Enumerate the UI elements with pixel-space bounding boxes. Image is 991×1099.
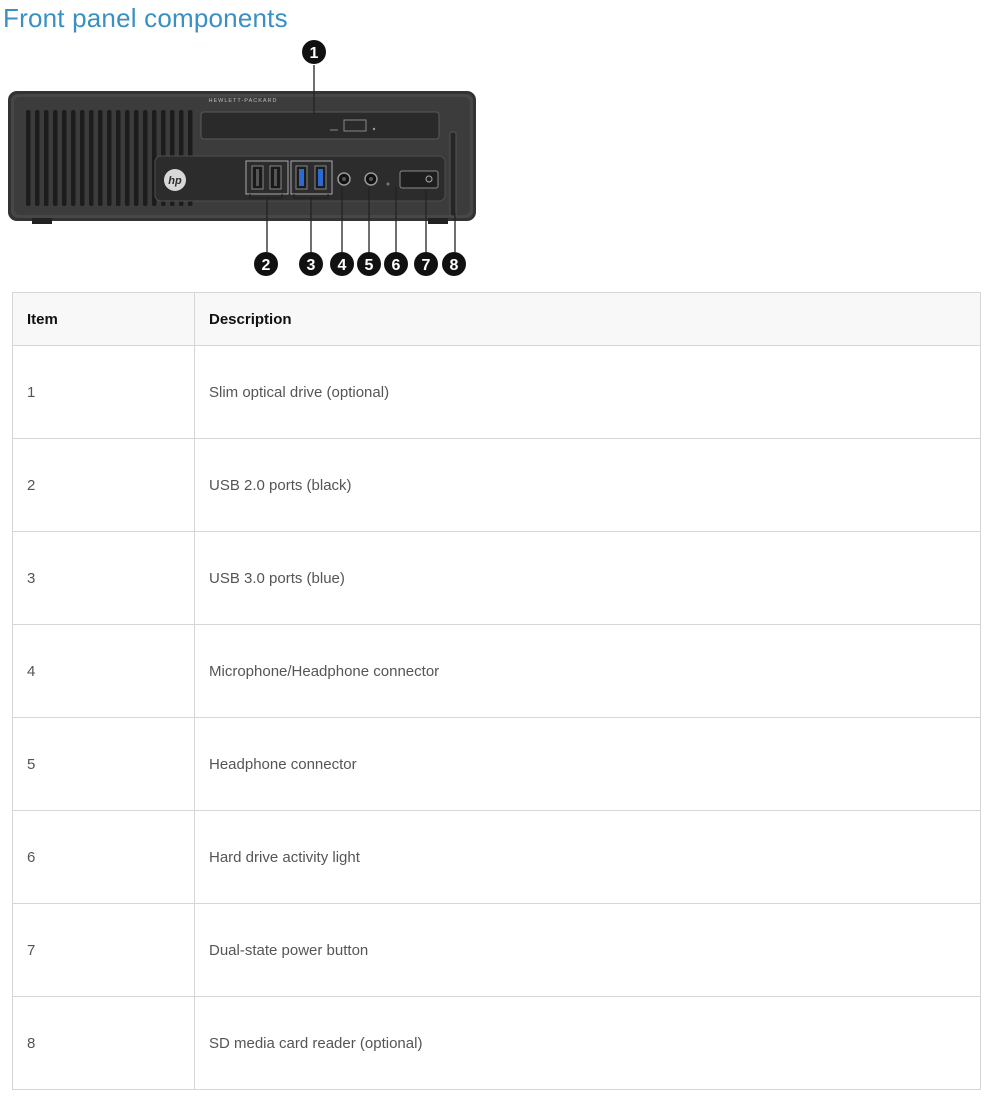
item-description: USB 3.0 ports (blue) xyxy=(194,531,981,625)
item-description: Dual-state power button xyxy=(194,903,981,997)
headphone-jack xyxy=(364,172,378,186)
callout-5-label: 5 xyxy=(365,257,374,274)
item-number: 8 xyxy=(12,996,195,1090)
brand-label: HEWLETT-PACKARD xyxy=(209,98,278,104)
callout-4: 4 xyxy=(330,252,354,276)
item-description: Slim optical drive (optional) xyxy=(194,345,981,439)
callout-8: 8 xyxy=(442,252,466,276)
callout-4-label: 4 xyxy=(338,257,347,274)
item-number: 2 xyxy=(12,438,195,532)
table-row: 3 USB 3.0 ports (blue) xyxy=(12,531,981,625)
item-description: Hard drive activity light xyxy=(194,810,981,904)
components-table: Item Description 1 Slim optical drive (o… xyxy=(12,292,981,1090)
callout-7-label: 7 xyxy=(422,257,431,274)
table-row: 5 Headphone connector xyxy=(12,717,981,811)
item-number: 6 xyxy=(12,810,195,904)
item-number: 5 xyxy=(12,717,195,811)
callout-8-label: 8 xyxy=(450,257,459,274)
callout-2: 2 xyxy=(254,252,278,276)
callout-7: 7 xyxy=(414,252,438,276)
item-number: 7 xyxy=(12,903,195,997)
front-panel-figure: HEWLETT-PACKARD hp xyxy=(0,34,480,284)
table-row: 7 Dual-state power button xyxy=(12,903,981,997)
usb2-ports xyxy=(245,160,289,195)
usb3-ports xyxy=(290,160,333,195)
callout-6: 6 xyxy=(384,252,408,276)
hdd-activity-light xyxy=(386,182,390,186)
callout-2-label: 2 xyxy=(262,257,271,274)
mic-headphone-jack xyxy=(337,172,351,186)
callout-leaders xyxy=(249,65,456,252)
callout-6-label: 6 xyxy=(392,257,401,274)
item-description: SD media card reader (optional) xyxy=(194,996,981,1090)
item-number: 1 xyxy=(12,345,195,439)
page-title: Front panel components xyxy=(3,3,288,33)
sd-card-slot xyxy=(449,131,457,217)
column-header-item: Item xyxy=(12,292,195,346)
table-row: 6 Hard drive activity light xyxy=(12,810,981,904)
item-number: 3 xyxy=(12,531,195,625)
callout-1: 1 xyxy=(302,40,326,64)
table-row: 1 Slim optical drive (optional) xyxy=(12,345,981,439)
callout-1-label: 1 xyxy=(310,45,319,62)
item-number: 4 xyxy=(12,624,195,718)
table-row: 8 SD media card reader (optional) xyxy=(12,996,981,1090)
hp-logo-text: hp xyxy=(168,175,182,187)
callout-5: 5 xyxy=(357,252,381,276)
callout-3: 3 xyxy=(299,252,323,276)
table-header-row: Item Description xyxy=(12,292,981,346)
item-description: USB 2.0 ports (black) xyxy=(194,438,981,532)
callout-3-label: 3 xyxy=(307,257,316,274)
item-description: Microphone/Headphone connector xyxy=(194,624,981,718)
hp-logo: hp xyxy=(164,169,186,191)
table-row: 2 USB 2.0 ports (black) xyxy=(12,438,981,532)
item-description: Headphone connector xyxy=(194,717,981,811)
table-row: 4 Microphone/Headphone connector xyxy=(12,624,981,718)
power-button xyxy=(399,170,439,189)
optical-drive xyxy=(200,111,440,140)
column-header-description: Description xyxy=(194,292,981,346)
